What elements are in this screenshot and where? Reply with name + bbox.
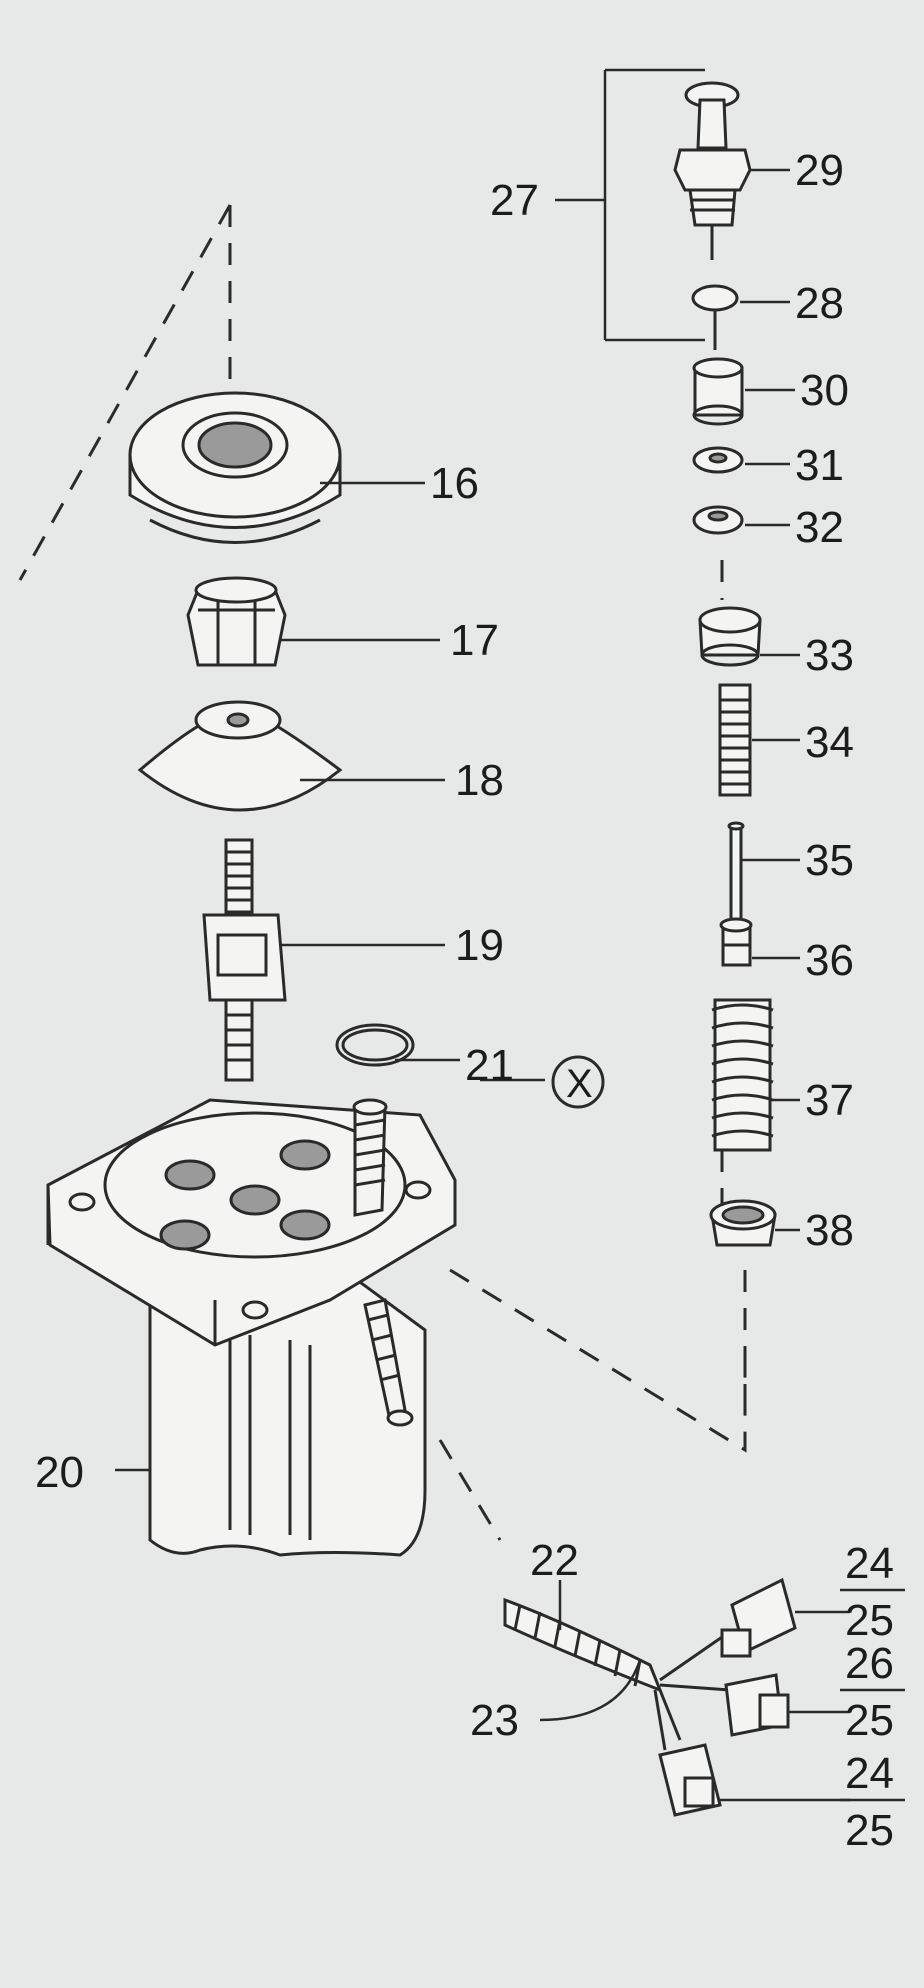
- part-29-plunger: [673, 81, 752, 260]
- callout-17: 17: [450, 616, 499, 665]
- callout-connector-1-bottom: 25: [845, 1596, 894, 1645]
- part-30-sleeve: [692, 357, 744, 426]
- callout-31: 31: [795, 441, 844, 490]
- callout-21: 21: [465, 1041, 514, 1090]
- part-16-plate: [128, 391, 342, 544]
- callout-21-mark: X: [566, 1062, 593, 1106]
- part-34-spring-sleeve: [718, 683, 752, 797]
- part-28-washer: [691, 284, 739, 350]
- callout-connector-2-top: 26: [845, 1639, 894, 1688]
- callout-connector-1-top: 24: [845, 1539, 894, 1588]
- part-19-joint: [202, 838, 287, 1082]
- callout-20: 20: [35, 1448, 84, 1497]
- callout-22: 22: [530, 1536, 579, 1585]
- part-32-washer: [692, 505, 744, 535]
- part-31-washer: [692, 446, 744, 474]
- part-21-ring: [335, 1023, 415, 1067]
- callout-23: 23: [470, 1696, 519, 1745]
- callout-16: 16: [430, 459, 479, 508]
- part-36-pin-base: [719, 917, 753, 967]
- callout-32: 32: [795, 503, 844, 552]
- callout-27: 27: [490, 176, 539, 225]
- part-37-spring: [711, 998, 774, 1152]
- callout-38: 38: [805, 1206, 854, 1255]
- callout-labels: 16 17 18 19 21 X 20 22 23 27 29 28 30 31…: [35, 146, 894, 1855]
- callout-34: 34: [805, 718, 854, 767]
- callout-18: 18: [455, 756, 504, 805]
- callout-28: 28: [795, 279, 844, 328]
- leader-lines: [115, 68, 905, 1802]
- callout-connector-3-top: 24: [845, 1749, 894, 1798]
- callout-connector-2-bottom: 25: [845, 1696, 894, 1745]
- part-20-pump-body: [46, 1098, 457, 1557]
- part-35-pin: [727, 821, 745, 927]
- part-33-cup: [698, 606, 762, 667]
- part-17-nut: [186, 576, 287, 667]
- callout-35: 35: [805, 836, 854, 885]
- part-18-disc: [137, 700, 343, 812]
- callout-33: 33: [805, 631, 854, 680]
- part-22-23-harness: [503, 1577, 797, 1817]
- callout-36: 36: [805, 936, 854, 985]
- part-38-spring-seat: [709, 1199, 777, 1247]
- callout-29: 29: [795, 146, 844, 195]
- callout-connector-3-bottom: 25: [845, 1806, 894, 1855]
- assembly-axis-lines: [18, 204, 747, 1541]
- callout-21-circle: [551, 1055, 605, 1109]
- callout-30: 30: [800, 366, 849, 415]
- callout-37: 37: [805, 1076, 854, 1125]
- callout-19: 19: [455, 921, 504, 970]
